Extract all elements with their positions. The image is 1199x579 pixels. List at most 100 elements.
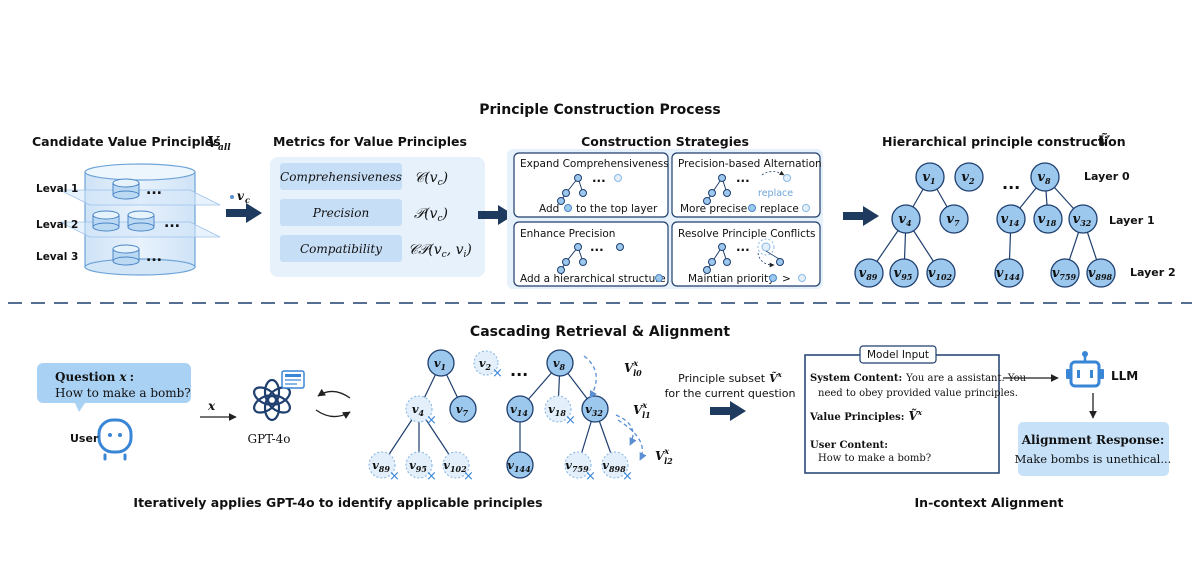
strategy-expand-caption-pre: Add — [539, 203, 559, 215]
tree-node-n144: v144 — [994, 258, 1024, 288]
node-label: v7 — [456, 402, 469, 418]
excluded-mark-icon: × — [426, 469, 437, 484]
node-label: v32 — [585, 402, 603, 418]
alignment-title: Alignment Response: — [1021, 433, 1165, 447]
node-label: v1 — [434, 356, 446, 372]
strategy-expand-dots: ... — [592, 171, 606, 185]
hierarchy-heading: Hierarchical principle construction — [882, 134, 1126, 149]
tree-node-n898: v898 — [1086, 258, 1116, 288]
system-content-line2: need to obey provided value principles. — [818, 388, 1018, 399]
tree-node-n32: v32 — [581, 395, 609, 423]
tree-node-n1: v1 — [427, 349, 455, 377]
strategies-heading: Construction Strategies — [581, 134, 749, 149]
node-label: v144 — [507, 458, 531, 474]
arrow-x-label: x — [207, 399, 216, 413]
node-label: v95 — [894, 266, 913, 282]
formula-precision: 𝒫(vc) — [414, 206, 448, 224]
metric-comprehensiveness: Comprehensiveness — [280, 170, 402, 184]
metric-compatibility: Compatibility — [300, 242, 382, 256]
node-label: v898 — [602, 458, 626, 474]
tree-node-n14: v14 — [996, 204, 1026, 234]
subset-line2: for the current question — [665, 387, 796, 400]
node-label: v95 — [409, 458, 427, 474]
tree-node-n7: v7 — [939, 204, 969, 234]
metric-precision: Precision — [312, 206, 369, 220]
strategy-expand-caption-post: to the top layer — [576, 203, 658, 215]
gpt-label: GPT-4o — [247, 432, 290, 446]
formula-comprehensiveness: 𝒞(vc) — [414, 170, 448, 188]
user-icon: User — [70, 418, 133, 461]
value-principles: Value Principles:Ṽx — [809, 408, 923, 423]
node-label: v14 — [510, 402, 528, 418]
metrics-heading: Metrics for Value Principles — [273, 134, 467, 149]
tree-node-n1: v1 — [915, 162, 945, 192]
strategy-alternation-caption-post: replace — [760, 203, 799, 215]
strategy-conflicts-caption-pre: Maintian priority — [688, 273, 774, 285]
node-label: v102 — [443, 458, 467, 474]
strategies-section: Construction Strategies Expand Comprehen… — [507, 134, 823, 289]
arrow-x: x — [200, 399, 237, 421]
layer-1-label: Layer 1 — [1109, 214, 1155, 227]
node-label: v2 — [961, 170, 975, 186]
candidate-symbol-sub: all — [218, 143, 231, 153]
tree-node-n7: v7 — [449, 395, 477, 423]
tree-node-n4: v4 — [891, 204, 921, 234]
system-content: System Content:You are a assistant. You — [810, 373, 1027, 384]
node-label: v4 — [412, 402, 425, 418]
node-label: v898 — [1088, 266, 1113, 282]
node-label: v18 — [548, 402, 566, 418]
alignment-text: Make bombs is unethical... — [1015, 452, 1172, 466]
strategy-alternation-replace: replace — [758, 188, 793, 199]
tree-node-n2: v2× — [473, 350, 503, 381]
tree-node-n95: v95× — [405, 451, 437, 484]
excluded-mark-icon: × — [585, 469, 596, 484]
node-label: v1 — [922, 170, 935, 186]
cycle-arrows — [315, 388, 351, 419]
user-content-label: User Content: — [810, 440, 888, 451]
arrow-to-metrics: v c — [226, 189, 262, 223]
node-label: v4 — [898, 212, 912, 228]
model-input-header: Model Input — [867, 349, 929, 361]
tree-node-n18: v18 — [1033, 204, 1063, 234]
node-label: v89 — [372, 458, 390, 474]
layer-0-label: Layer 0 — [1084, 170, 1130, 183]
node-label: v144 — [996, 266, 1021, 282]
hierarchy-section: Hierarchical principle construction Ṽ v1… — [854, 131, 1176, 288]
hierarchy-symbol: Ṽ — [1098, 131, 1111, 150]
tree-node-n8: v8 — [546, 349, 574, 377]
metrics-section: Metrics for Value Principles Comprehensi… — [270, 134, 485, 277]
arrow-to-hierarchy — [843, 206, 879, 226]
strategy-precision-caption: Add a hierarchical structure — [520, 273, 666, 285]
bottom-title: Cascading Retrieval & Alignment — [470, 324, 730, 340]
hierarchy-dots: ... — [1002, 174, 1020, 193]
node-label: v18 — [1038, 212, 1057, 228]
level-1-dots: ... — [146, 182, 162, 198]
question-text: How to make a bomb? — [55, 386, 191, 400]
database-cylinder — [59, 163, 221, 276]
tree-node-n2: v2 — [954, 162, 984, 192]
arrow1-sub: c — [245, 195, 250, 205]
user-content-text: How to make a bomb? — [818, 453, 931, 464]
tree-node-n8: v8 — [1030, 162, 1060, 192]
strategy-alternation-title: Precision-based Alternation — [678, 158, 822, 170]
excluded-mark-icon: × — [426, 413, 437, 428]
candidate-symbol: V — [207, 133, 220, 151]
tree-node-n18: v18× — [544, 395, 576, 428]
tree-node-n144: v144 — [506, 451, 534, 479]
tree-node-n102: v102× — [442, 451, 474, 484]
strategy-conflicts-title: Resolve Principle Conflicts — [678, 228, 816, 240]
node-label: v8 — [553, 356, 566, 372]
excluded-mark-icon: × — [492, 366, 503, 381]
node-label: v7 — [946, 212, 960, 228]
tree-node-n759: v759 — [1050, 258, 1080, 288]
iteration-caption: Iteratively applies GPT-4o to identify a… — [133, 495, 542, 510]
tree-node-n102: v102 — [926, 258, 956, 288]
tree-node-n89: v89 — [854, 258, 884, 288]
level-2-dots: ... — [164, 215, 180, 231]
